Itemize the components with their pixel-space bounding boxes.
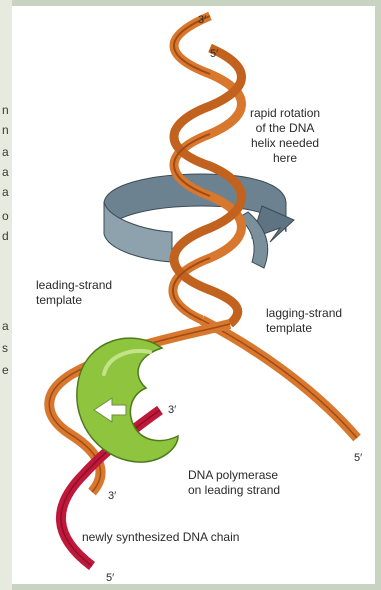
top-5-prime-end: 5′ <box>210 48 218 60</box>
rotation-label-line: rapid rotation <box>250 106 320 121</box>
lagging-template-label-line: template <box>266 321 342 336</box>
adjacent-page-strip: n n a a a o d a s e <box>0 0 12 590</box>
diagram-panel: rapid rotation of the DNA helix needed h… <box>12 6 375 584</box>
clipped-text-letter: o <box>2 210 9 222</box>
clipped-text-letter: a <box>2 166 9 178</box>
lagging-template-label-line: lagging-strand <box>266 306 342 321</box>
clipped-text-letter: a <box>2 146 9 158</box>
clipped-text-letter: d <box>2 230 9 242</box>
rotation-label-line: helix needed <box>250 136 320 151</box>
polymerase-label: DNA polymerase on leading strand <box>188 468 280 498</box>
leading-template-label: leading-strand template <box>36 278 112 308</box>
rotation-label-line: here <box>250 151 320 166</box>
clipped-text-letter: e <box>2 364 9 376</box>
rotation-label: rapid rotation of the DNA helix needed h… <box>250 106 320 166</box>
clipped-text-letter: a <box>2 186 9 198</box>
clipped-text-letter: n <box>2 104 9 116</box>
leading-3-prime-end: 3′ <box>108 490 116 502</box>
new-chain-label: newly synthesized DNA chain <box>82 530 239 545</box>
lagging-5-prime-end: 5′ <box>354 452 362 464</box>
clipped-text-letter: a <box>2 320 9 332</box>
lagging-template-label: lagging-strand template <box>266 306 342 336</box>
polymerase-label-line: on leading strand <box>188 483 280 498</box>
bottom-5-prime-end: 5′ <box>106 572 114 584</box>
new-strand-3-prime-end: 3′ <box>168 404 176 416</box>
clipped-text-letter: n <box>2 124 9 136</box>
polymerase-label-line: DNA polymerase <box>188 468 280 483</box>
leading-template-label-line: template <box>36 293 112 308</box>
clipped-text-letter: s <box>2 342 8 354</box>
leading-template-label-line: leading-strand <box>36 278 112 293</box>
lagging-strand-template <box>202 320 357 438</box>
top-3-prime-end: 3′ <box>198 14 206 26</box>
dna-polymerase <box>77 338 178 462</box>
rotation-label-line: of the DNA <box>250 121 320 136</box>
